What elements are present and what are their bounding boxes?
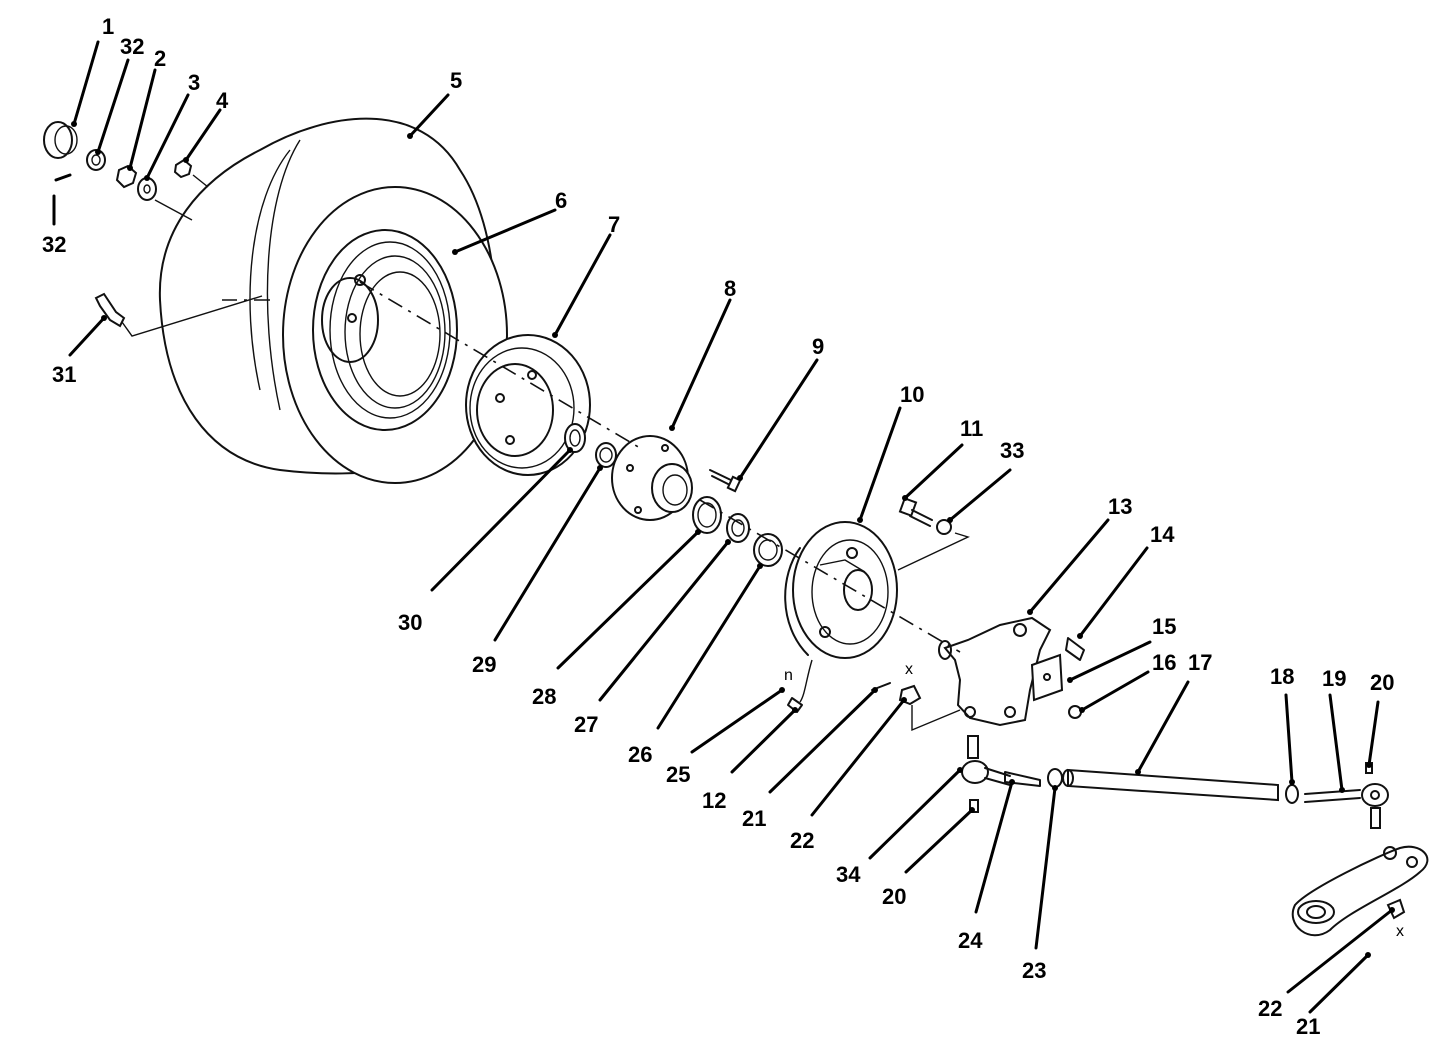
callout-label: 17 <box>1188 650 1212 675</box>
callout-label: 34 <box>836 862 861 887</box>
callout-label: 21 <box>1296 1014 1320 1039</box>
callout-label: 1 <box>102 14 114 39</box>
hub-bolt <box>709 469 742 493</box>
seal-29 <box>595 442 617 468</box>
callout-label: 23 <box>1022 958 1046 983</box>
hub-cap-1 <box>43 121 78 159</box>
callout-label: 15 <box>1152 614 1176 639</box>
callout-label: 27 <box>574 712 598 737</box>
callout-label: 7 <box>608 212 620 237</box>
callout-label: 33 <box>1000 438 1024 463</box>
brake-drum <box>465 334 591 476</box>
callout-label: 21 <box>742 806 766 831</box>
jam-nut-18 <box>1285 784 1299 804</box>
bolt-11 <box>898 497 933 527</box>
callout-label: 30 <box>398 610 422 635</box>
callout-label: 6 <box>555 188 567 213</box>
lug-nut-4 <box>173 158 193 179</box>
callout-label: 26 <box>628 742 652 767</box>
leader-lines <box>52 40 1394 1014</box>
callout-label: 28 <box>532 684 556 709</box>
tie-rod-end-34 <box>961 735 1011 813</box>
callout-label: 19 <box>1322 666 1346 691</box>
leader-dots <box>71 121 1395 958</box>
bearing-cup-28 <box>692 496 722 534</box>
callout-label: 29 <box>472 652 496 677</box>
callout-label: 31 <box>52 362 76 387</box>
tie-rod-tube-17 <box>1062 768 1279 802</box>
callout-label: 4 <box>216 88 229 113</box>
washer-3 <box>137 177 157 201</box>
callout-label: 24 <box>958 928 983 953</box>
wheel-rim <box>312 229 458 431</box>
nut-2 <box>115 164 138 189</box>
nut-33 <box>936 519 952 535</box>
nut-32 <box>86 149 106 171</box>
bearing-cone-30 <box>564 423 586 453</box>
steering-spindle <box>938 616 1052 727</box>
callout-label: 25 <box>666 762 690 787</box>
callout-label: 14 <box>1150 522 1175 547</box>
part-labels: 1 32 2 3 4 5 6 7 8 9 10 11 33 13 14 15 1… <box>42 14 1394 1039</box>
callout-label: 20 <box>882 884 906 909</box>
callout-label: 16 <box>1152 650 1176 675</box>
callout-label: 3 <box>188 70 200 95</box>
callout-label: 10 <box>900 382 924 407</box>
callout-label: 8 <box>724 276 736 301</box>
callout-label: 2 <box>154 46 166 71</box>
steering-arm <box>1291 845 1429 937</box>
callout-label: 22 <box>790 828 814 853</box>
pin-mark: n <box>784 667 793 684</box>
callout-label: 11 <box>960 416 983 441</box>
tire <box>158 117 508 484</box>
callout-label: 12 <box>702 788 726 813</box>
castle-nut-22b <box>1386 898 1406 920</box>
callout-label: 20 <box>1370 670 1394 695</box>
bracket-15 <box>1030 653 1064 702</box>
tie-rod-end-19 <box>1304 783 1389 829</box>
callout-label: 5 <box>450 68 462 93</box>
callout-label: 32 <box>42 232 66 257</box>
clip-14 <box>1065 637 1085 661</box>
brake-backing-plate <box>784 521 898 659</box>
wheel-hub <box>611 435 693 521</box>
callout-label: 13 <box>1108 494 1132 519</box>
callout-label: 18 <box>1270 664 1294 689</box>
threaded-rod-24 <box>1004 771 1041 787</box>
nut-16 <box>1068 705 1082 719</box>
callout-label: 22 <box>1258 996 1282 1021</box>
jam-nut-23 <box>1047 768 1063 788</box>
bearing-cone-27 <box>726 513 750 543</box>
cotter-mark-2: x <box>1396 923 1404 940</box>
callout-label: 9 <box>812 334 824 359</box>
callout-label: 32 <box>120 34 144 59</box>
grease-seal-26 <box>753 533 783 567</box>
cotter-mark: x <box>905 661 913 678</box>
